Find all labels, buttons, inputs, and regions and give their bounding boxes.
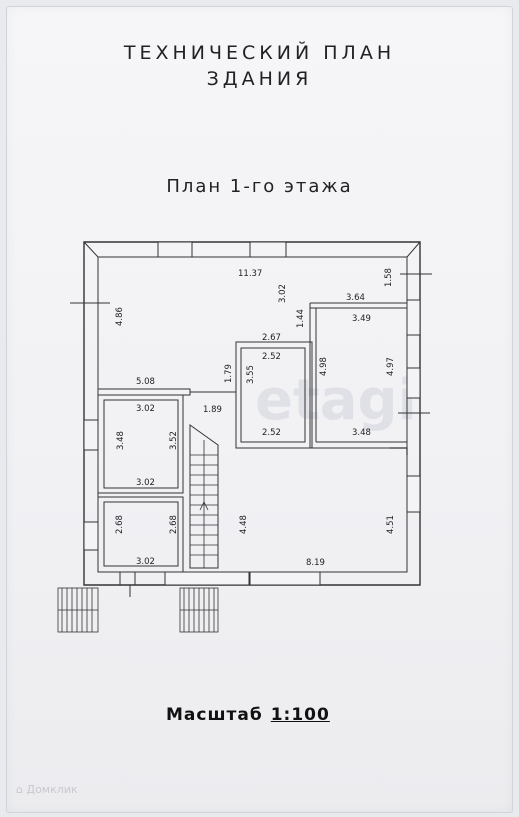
dim-corridor-vertical: 3.02 (278, 284, 288, 303)
window-bottom-1 (249, 571, 321, 586)
scale-label: Масштаб (166, 705, 263, 725)
hall-bottom-wall (97, 388, 191, 396)
dim-big-room-height-l: 4.48 (239, 515, 249, 534)
dim-bath-top: 2.52 (262, 352, 281, 362)
dim-big-room-height-r: 4.51 (386, 515, 396, 534)
dim-small-room-height-r: 2.68 (169, 515, 179, 534)
dim-bath-bottom: 2.52 (262, 428, 281, 438)
document-title-line1: ТЕХНИЧЕСКИЙ ПЛАН (123, 42, 396, 64)
stair-block (189, 424, 219, 569)
dim-left-hall-height: 4.86 (115, 307, 125, 326)
window-left-1 (83, 419, 99, 451)
entrance-steps-right (179, 587, 219, 633)
dim-stair-width: 1.89 (203, 405, 222, 415)
dim-right-room-top: 3.49 (352, 314, 371, 324)
dim-left-room-height-r: 3.52 (169, 431, 179, 450)
dim-left-room-top: 3.02 (136, 404, 155, 414)
domclick-watermark: ⌂ Домклик (16, 783, 78, 796)
dim-small-room-bottom: 3.02 (136, 557, 155, 567)
dim-bath-left-height: 1.79 (224, 364, 234, 383)
scale-value: 1:100 (270, 705, 330, 725)
right-room-wall (312, 441, 407, 449)
dim-right-room-left: 4.98 (319, 357, 329, 376)
floor-plan-subtitle: План 1-го этажа (166, 176, 353, 197)
outer-wall (83, 241, 421, 586)
dim-right-room-bottom: 3.48 (352, 428, 371, 438)
window-top-1 (157, 241, 193, 258)
dim-bath-width: 2.67 (262, 333, 281, 343)
window-bottom-2 (164, 571, 250, 586)
scale-caption: Масштаб 1:100 (166, 705, 330, 725)
drawing-sheet (6, 6, 513, 813)
small-room-wall (98, 496, 184, 572)
dim-upper-right-label: 3.64 (346, 293, 365, 303)
inner-wall-outline (97, 256, 408, 573)
domclick-watermark-text: Домклик (26, 783, 78, 796)
dim-hall-bottom-width: 5.08 (136, 377, 155, 387)
dim-top-width: 11.37 (238, 269, 262, 279)
dim-left-room-bottom: 3.02 (136, 478, 155, 488)
window-right-3 (406, 475, 421, 513)
dim-upper-right-height: 1.58 (384, 268, 394, 287)
document-title-line2: ЗДАНИЯ (206, 68, 313, 90)
entrance-steps-left (57, 587, 99, 633)
left-room-wall (98, 394, 184, 494)
dim-big-room-width: 8.19 (306, 558, 325, 568)
window-top-2 (249, 241, 287, 258)
window-right-2 (406, 367, 421, 399)
window-right-1 (406, 299, 421, 336)
domclick-logo-icon: ⌂ (16, 783, 27, 796)
dim-right-room-right: 4.97 (386, 357, 396, 376)
window-left-2 (83, 521, 99, 551)
dim-corridor-width: 1.44 (296, 309, 306, 328)
dim-left-room-height-l: 3.48 (116, 431, 126, 450)
dim-small-room-height-l: 2.68 (115, 515, 125, 534)
dim-bath-height: 3.55 (246, 365, 256, 384)
etagi-watermark: etagi (255, 368, 417, 433)
